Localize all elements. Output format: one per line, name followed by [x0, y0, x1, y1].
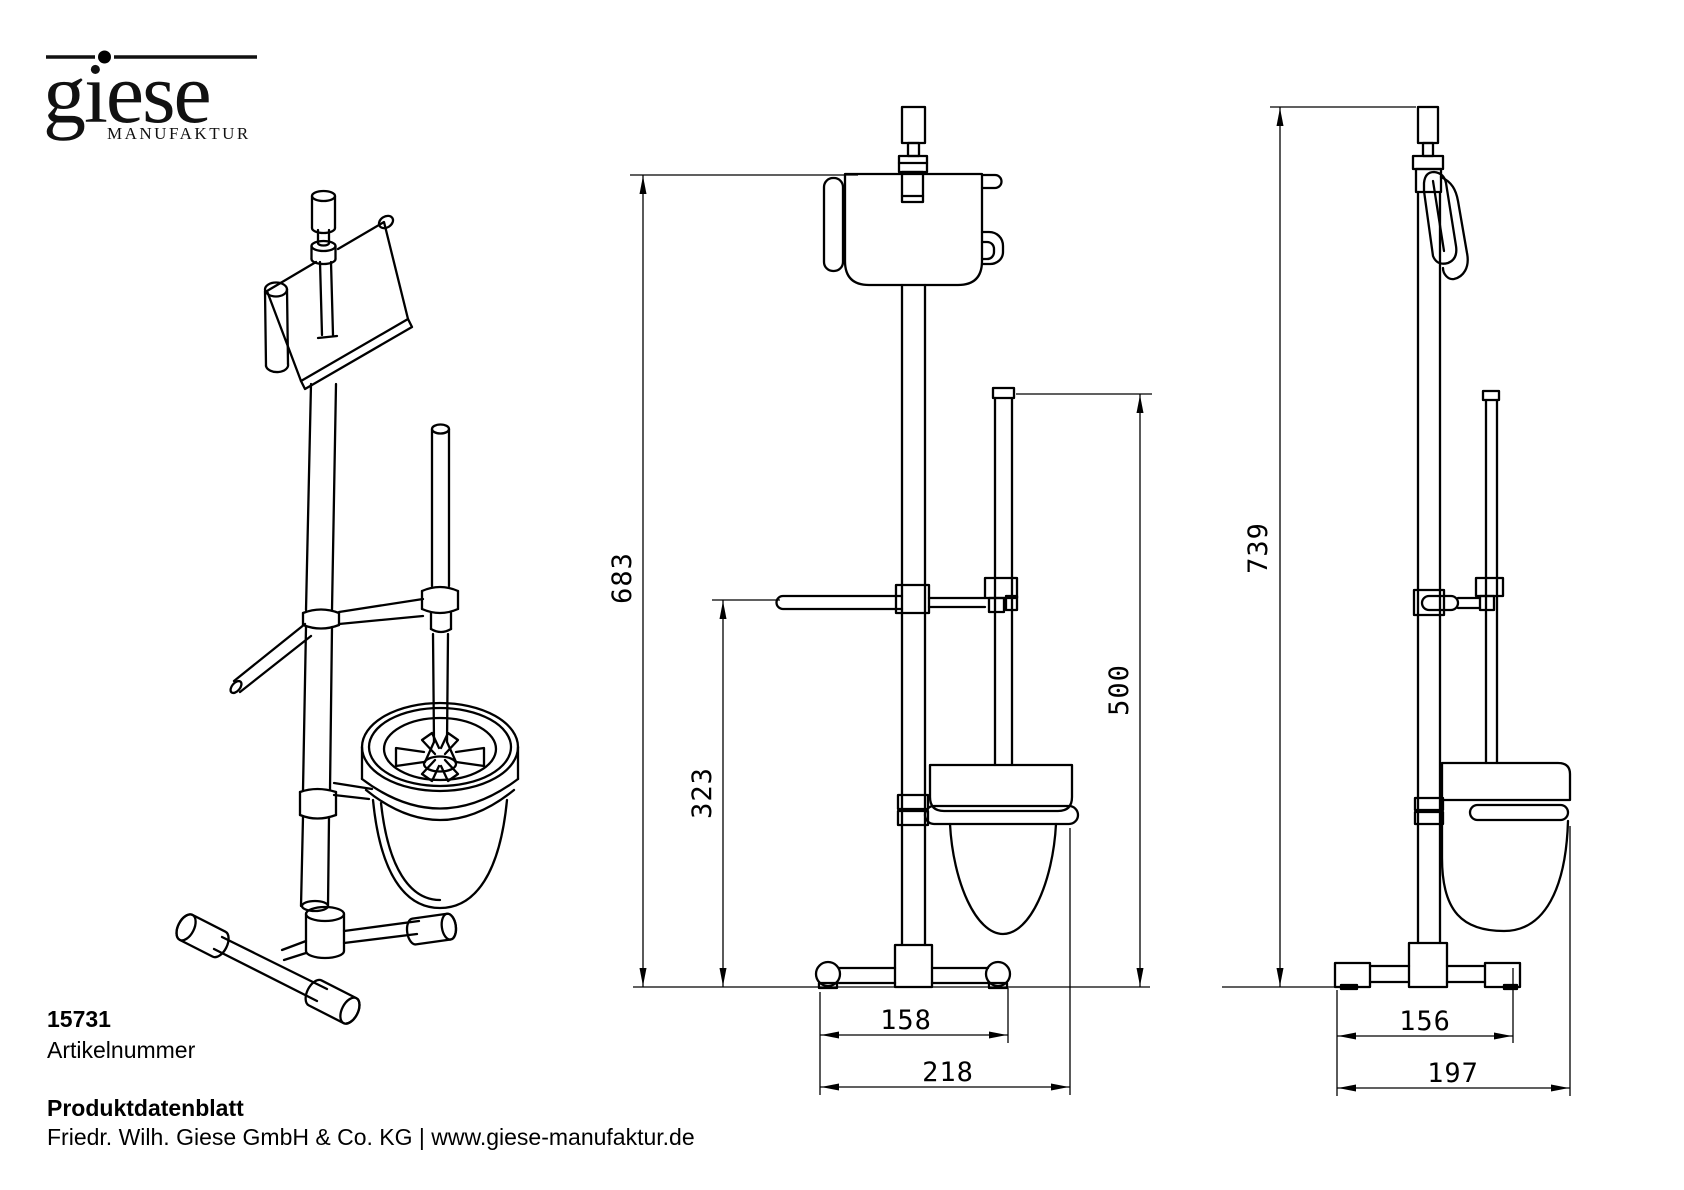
persp-base: [175, 899, 458, 1025]
side-brush-rod: [1474, 389, 1505, 765]
side-knob: [1411, 105, 1445, 194]
persp-knob: [310, 189, 339, 340]
side-pole: [1413, 190, 1445, 945]
persp-pole: [298, 382, 341, 908]
article-number-label: Artikelnummer: [47, 1037, 196, 1063]
persp-clamp-arm: [337, 597, 425, 626]
front-paper-holder: [822, 172, 1005, 287]
dimension-feet-distance-side: 156: [1399, 1006, 1451, 1037]
front-knob: [897, 105, 929, 204]
dimension-base-width: 218: [922, 1057, 974, 1088]
persp-brush-rod: [420, 423, 460, 773]
side-view: [1333, 105, 1572, 991]
dimension-base-depth: 197: [1427, 1058, 1479, 1089]
persp-towel-bar: [229, 622, 313, 695]
dimension-towel-bar-height: 323: [687, 767, 718, 819]
side-dimensions: 739 156 197: [1222, 106, 1571, 1096]
footer-company-line: Friedr. Wilh. Giese GmbH & Co. KG | www.…: [47, 1124, 695, 1150]
footer-title: Produktdatenblatt: [47, 1095, 244, 1121]
side-paper-holder: [1422, 170, 1469, 281]
article-block: 15731 Artikelnummer: [47, 1004, 195, 1066]
persp-paper-holder: [263, 214, 414, 391]
front-towel-bar: [775, 583, 987, 615]
front-brush-rod: [983, 386, 1019, 767]
logo: giese MANUFAKTUR: [43, 45, 257, 143]
perspective-view: [175, 189, 520, 1025]
front-dimensions: 683 323 500 158 218: [607, 174, 1152, 1095]
dimension-brush-handle-height: 500: [1104, 664, 1135, 716]
front-base: [814, 943, 1012, 990]
dimension-feet-distance-front: 158: [880, 1005, 932, 1036]
logo-wordmark: giese: [43, 45, 210, 141]
logo-dot: [98, 50, 111, 64]
persp-roll-bar-end: [377, 214, 395, 230]
front-pole: [896, 283, 930, 947]
logo-subtitle: MANUFAKTUR: [107, 124, 251, 143]
side-towel-bar: [1412, 588, 1482, 617]
dimension-front-total-height: 683: [607, 552, 638, 604]
side-brush-bowl: [1440, 761, 1572, 933]
side-base: [1333, 941, 1522, 991]
front-brush-bowl: [923, 763, 1080, 936]
front-view: [775, 105, 1080, 990]
article-number: 15731: [47, 1006, 111, 1032]
dimension-side-total-height: 739: [1243, 522, 1274, 574]
footer-block: Produktdatenblatt Friedr. Wilh. Giese Gm…: [47, 1094, 695, 1152]
persp-brush-bowl: [332, 701, 520, 910]
